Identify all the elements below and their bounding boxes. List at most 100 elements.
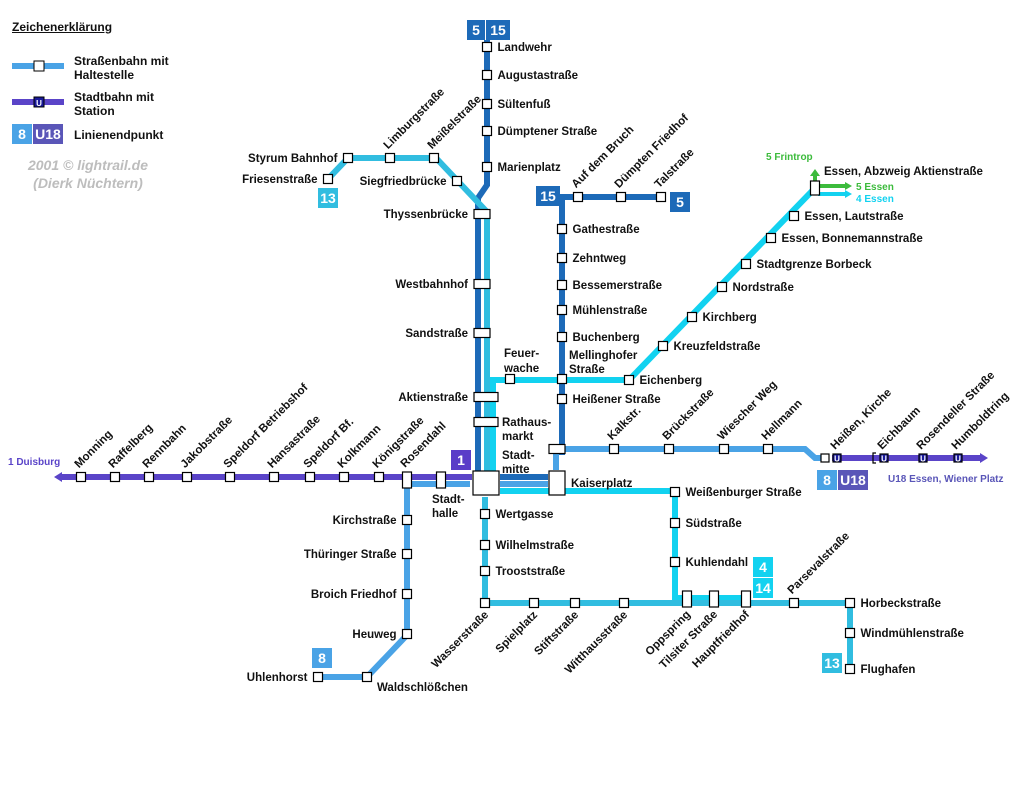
station-mellinghofer-box[interactable]: [556, 373, 568, 385]
station-label-stadtmitte2: mitte: [502, 464, 529, 476]
station-kuhlendahl[interactable]: [669, 556, 681, 568]
station-hauptfriedhof[interactable]: [740, 590, 752, 608]
station-wertgasse[interactable]: [479, 508, 491, 520]
station-buchenberg[interactable]: [556, 331, 568, 343]
station-kirchstr[interactable]: [401, 514, 413, 526]
station-witthaus[interactable]: [618, 597, 630, 609]
station-wilhelmstr[interactable]: [479, 539, 491, 551]
station-horbeck[interactable]: [844, 597, 856, 609]
copyright-line-2: (Dierk Nüchtern): [33, 175, 143, 191]
station-gathe[interactable]: [556, 223, 568, 235]
direction-u18-wiener-platz: U18 Essen, Wiener Platz: [888, 474, 1004, 485]
station-weissenburger[interactable]: [669, 486, 681, 498]
station-wiescher[interactable]: [718, 443, 730, 455]
station-label-trooststr: Trooststraße: [496, 566, 566, 578]
svg-text:U18: U18: [35, 126, 61, 142]
station-rosendeller[interactable]: [918, 453, 928, 463]
station-label-hellmann: Hellmann: [760, 398, 805, 443]
station-friesen[interactable]: [322, 173, 334, 185]
station-aktienstr[interactable]: [473, 391, 499, 403]
station-sandstr[interactable]: [473, 327, 491, 339]
station-rathausmarkt[interactable]: [473, 416, 499, 428]
station-windmuehlen[interactable]: [844, 627, 856, 639]
station-landwehr[interactable]: [481, 41, 493, 53]
station-label-stadtgrenze: Stadtgrenze Borbeck: [757, 259, 873, 271]
station-lautstr[interactable]: [788, 210, 800, 222]
station-stadtmitte-box[interactable]: [472, 470, 500, 496]
station-meissel[interactable]: [428, 152, 440, 164]
station-label-augusta: Augustastraße: [498, 70, 579, 82]
station-bonnemann[interactable]: [765, 232, 777, 244]
direction-duisburg: 1 Duisburg: [8, 457, 60, 468]
station-uhlenhorst[interactable]: [312, 671, 324, 683]
station-broich[interactable]: [401, 588, 413, 600]
station-waldschloesschen[interactable]: [361, 671, 373, 683]
station-wasserstr[interactable]: [479, 597, 491, 609]
station-limburg[interactable]: [384, 152, 396, 164]
station-augusta[interactable]: [481, 69, 493, 81]
station-muehlen[interactable]: [556, 304, 568, 316]
station-thyssen[interactable]: [473, 208, 491, 220]
station-feuerwache[interactable]: [504, 373, 516, 385]
station-heissener[interactable]: [556, 393, 568, 405]
station-stadtgrenze[interactable]: [740, 258, 752, 270]
direction-frintrop: 5 Frintrop: [766, 152, 813, 163]
station-styrum[interactable]: [342, 152, 354, 164]
station-kreuzfeld[interactable]: [657, 340, 669, 352]
station-hansastr[interactable]: [268, 471, 280, 483]
station-suedstr[interactable]: [669, 517, 681, 529]
station-aufdembruch[interactable]: [572, 191, 584, 203]
station-kirchberg[interactable]: [686, 311, 698, 323]
station-speldorfbetr[interactable]: [224, 471, 236, 483]
station-rosendahl[interactable]: [401, 471, 413, 489]
station-label-kirchberg: Kirchberg: [703, 312, 757, 324]
station-oppspring[interactable]: [681, 590, 693, 608]
station-raffelberg[interactable]: [109, 471, 121, 483]
badge-5-talstrasse: 5: [670, 192, 690, 212]
station-koenigstr[interactable]: [373, 471, 385, 483]
station-label-sandstr: Sandstraße: [405, 328, 468, 340]
station-speldorfbf[interactable]: [304, 471, 316, 483]
station-label-duemptener: Dümptener Straße: [498, 126, 598, 138]
station-heissenkirche[interactable]: [832, 453, 842, 463]
station-eichenberg[interactable]: [623, 374, 635, 386]
station-kaiserplatz[interactable]: [548, 470, 566, 496]
station-eichbaum[interactable]: [879, 453, 889, 463]
station-duemptenfriedhof[interactable]: [615, 191, 627, 203]
station-abzweig[interactable]: [809, 180, 821, 196]
station-duemptener[interactable]: [481, 125, 493, 137]
station-nordstr[interactable]: [716, 281, 728, 293]
station-stadthalle-box[interactable]: [435, 471, 447, 489]
stadtbahn-line-symbol-icon: U: [12, 96, 64, 108]
station-sueltenfuss[interactable]: [481, 98, 493, 110]
station-kalkstr-box[interactable]: [548, 443, 566, 455]
station-stiftstr[interactable]: [569, 597, 581, 609]
station-spielplatz[interactable]: [528, 597, 540, 609]
station-label-talstr: Talstraße: [653, 147, 697, 191]
station-marienplatz[interactable]: [481, 161, 493, 173]
station-humboldtring[interactable]: [953, 453, 963, 463]
station-heuweg[interactable]: [401, 628, 413, 640]
station-tilsiter[interactable]: [708, 590, 720, 608]
station-label-parseval: Parsevalstraße: [786, 530, 852, 596]
station-hellmann[interactable]: [762, 443, 774, 455]
station-bessemer[interactable]: [556, 279, 568, 291]
station-flughafen[interactable]: [844, 663, 856, 675]
station-monning[interactable]: [75, 471, 87, 483]
station-heissenkirche-w[interactable]: [820, 453, 830, 463]
station-kolkmann[interactable]: [338, 471, 350, 483]
station-label-horbeck: Horbeckstraße: [861, 598, 942, 610]
station-rennbahn[interactable]: [143, 471, 155, 483]
station-zehntweg[interactable]: [556, 252, 568, 264]
station-label-buchenberg: Buchenberg: [573, 332, 640, 344]
station-parseval[interactable]: [788, 597, 800, 609]
station-westbahnhof[interactable]: [473, 278, 491, 290]
station-trooststr[interactable]: [479, 565, 491, 577]
station-jakobstr[interactable]: [181, 471, 193, 483]
station-thueringer[interactable]: [401, 548, 413, 560]
station-brueckstr[interactable]: [663, 443, 675, 455]
station-siegfried[interactable]: [451, 175, 463, 187]
station-kalkstr[interactable]: [608, 443, 620, 455]
ubahn-station-icon: U: [920, 455, 926, 464]
station-talstr[interactable]: [655, 191, 667, 203]
